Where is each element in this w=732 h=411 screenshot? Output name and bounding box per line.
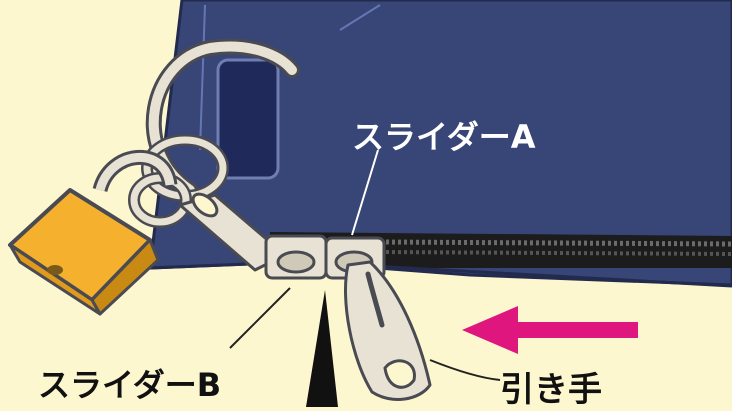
- leader-pull-tab: [429, 359, 501, 381]
- slider-b-label: スライダーB: [38, 366, 222, 404]
- zipper-teeth: [379, 239, 732, 256]
- slider-b: [264, 234, 328, 280]
- padlock-icon: [8, 150, 178, 316]
- zipper-wedge: [306, 290, 338, 407]
- bag-loop-tab: [216, 58, 280, 180]
- arrow-left-icon: [462, 306, 638, 354]
- pull-tab-label: 引き手: [500, 370, 602, 410]
- leader-slider-a: [351, 149, 379, 236]
- ring-small-2-inner: [130, 174, 190, 226]
- bag-seam: [199, 4, 206, 151]
- slider-a-label: スライダーA: [352, 118, 536, 156]
- slider-a-pull: [344, 260, 432, 401]
- bag-seam-2: [339, 4, 381, 31]
- leader-slider-b: [229, 287, 291, 349]
